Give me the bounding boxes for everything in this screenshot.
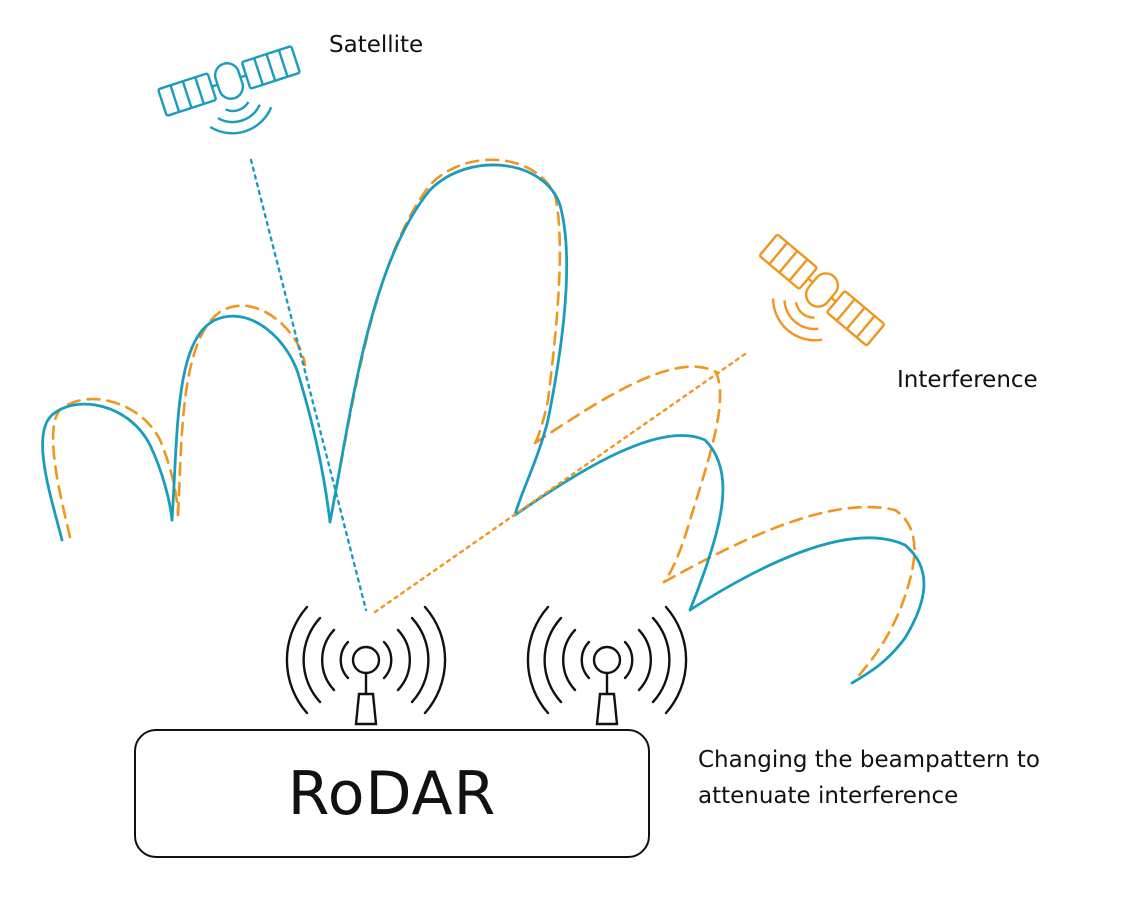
antenna-icon [526, 605, 688, 726]
device-label: RoDAR [287, 758, 497, 829]
interference-label: Interference [897, 367, 1038, 393]
caption-line-1: Changing the beampattern to [698, 747, 1041, 773]
antenna-icon [285, 605, 447, 726]
rodar-device-box: RoDAR [134, 729, 650, 858]
interference-direction-line [373, 350, 750, 614]
original-beampattern [41, 163, 926, 685]
adapted-beampattern [51, 158, 916, 682]
satellite-direction-line [249, 158, 368, 612]
caption-line-2: attenuate interference [698, 783, 959, 809]
interference-satellite-icon [758, 233, 886, 347]
caption: Changing the beampattern to attenuate in… [698, 742, 1040, 814]
satellite-label: Satellite [329, 32, 424, 58]
satellite-icon [157, 45, 301, 135]
